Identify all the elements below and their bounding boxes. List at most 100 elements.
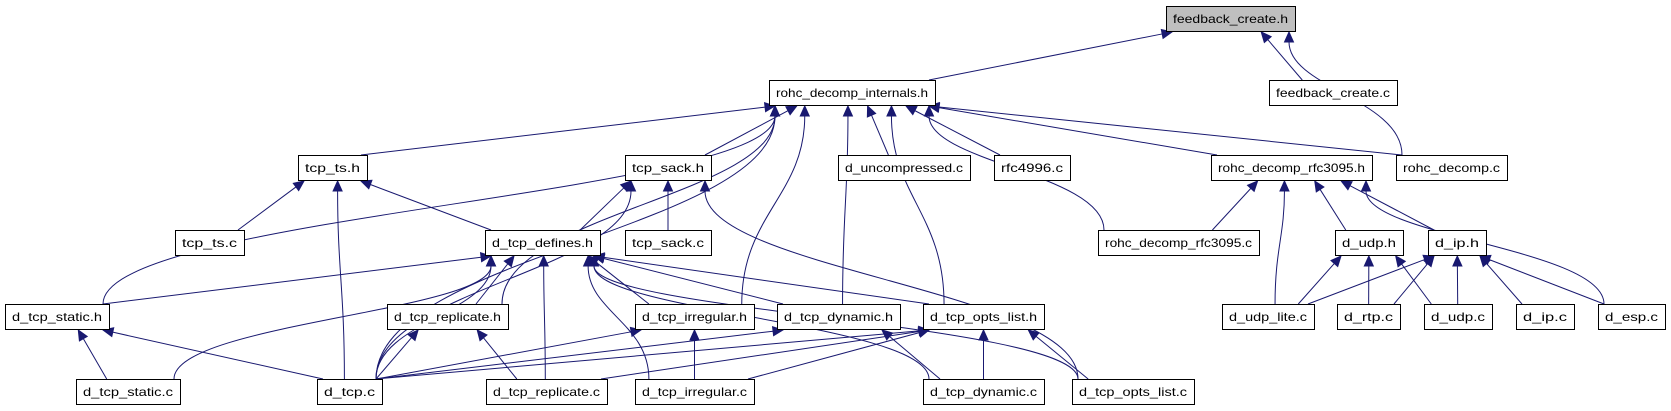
node-label: rohc_decomp_rfc3095.c [1105, 236, 1252, 250]
node-d-tcp-defines-h[interactable]: d_tcp_defines.h [485, 230, 601, 256]
edge-line [360, 106, 766, 156]
node-box [994, 155, 1071, 181]
arrowhead-icon [978, 328, 989, 341]
edge-line [587, 265, 650, 380]
node-d-tcp-static-c[interactable]: d_tcp_static.c [76, 379, 181, 405]
node-box [1396, 155, 1508, 181]
node-feedback-create-h[interactable]: feedback_create.h [1166, 6, 1296, 32]
edge-line [1212, 188, 1252, 231]
node-d-udp-lite-c[interactable]: d_udp_lite.c [1222, 304, 1315, 330]
edge-d-tcp-opts-list-c-to-d-tcp-opts-list-h [1027, 329, 1089, 380]
node-d-tcp-opts-list-c[interactable]: d_tcp_opts_list.c [1072, 379, 1195, 405]
node-box [1098, 230, 1260, 256]
arrowhead-icon [769, 104, 781, 117]
node-box [635, 304, 755, 330]
node-label: d_tcp_static.h [12, 310, 102, 324]
edge-line [337, 190, 345, 380]
node-label: d_uncompressed.c [845, 161, 963, 175]
edge-d-tcp-c-to-tcp-sack-h [375, 179, 637, 380]
edge-line [483, 337, 518, 380]
edge-tcp-sack-c-to-tcp-sack-h [662, 179, 674, 230]
edge-d-tcp-defines-h-to-tcp-ts-h [359, 179, 492, 231]
node-d-esp-c[interactable]: d_esp.c [1598, 304, 1666, 330]
arrowhead-icon [407, 329, 419, 342]
arrowhead-icon [476, 329, 488, 342]
node-tcp-sack-h[interactable]: tcp_sack.h [625, 155, 712, 181]
edge-line [890, 115, 945, 305]
node-box [1516, 304, 1575, 330]
edge-line [1393, 263, 1428, 305]
arrowhead-icon [842, 104, 854, 117]
node-rfc4996-c[interactable]: rfc4996.c [994, 155, 1071, 181]
arrowhead-icon [1027, 329, 1040, 341]
node-d-rtp-c[interactable]: d_rtp.c [1337, 304, 1401, 330]
edge-line [914, 110, 1001, 156]
edge-line [595, 261, 650, 305]
edge-d-tcp-static-h-to-rohc-decomp-internals-h [102, 104, 781, 305]
arrowhead-icon [1314, 179, 1325, 193]
node-box [1335, 230, 1404, 256]
arrowhead-icon [699, 179, 711, 192]
node-rohc-decomp-rfc3095-h[interactable]: rohc_decomp_rfc3095.h [1211, 155, 1373, 181]
node-d-uncompressed-c[interactable]: d_uncompressed.c [838, 155, 971, 181]
edge-d-uncompressed-c-to-rohc-decomp-internals-h [866, 104, 889, 156]
node-d-udp-c[interactable]: d_udp.c [1424, 304, 1493, 330]
node-label: d_tcp_opts_list.c [1079, 385, 1187, 399]
node-d-tcp-irregular-c[interactable]: d_tcp_irregular.c [635, 379, 755, 405]
edge-rohc-decomp-rfc3095-c-to-rohc-decomp-rfc3095-h [1212, 180, 1259, 231]
node-rohc-decomp-rfc3095-c[interactable]: rohc_decomp_rfc3095.c [1098, 230, 1260, 256]
node-rohc-decomp-internals-h[interactable]: rohc_decomp_internals.h [769, 80, 936, 106]
edge-line [173, 265, 492, 380]
edge-line [889, 336, 941, 380]
edge-d-tcp-dynamic-h-to-rohc-decomp-internals-h [842, 104, 854, 305]
arrowhead-icon [1360, 179, 1372, 192]
edge-d-udp-lite-c-to-d-udp-h [1297, 255, 1342, 305]
edge-line [102, 256, 482, 305]
edge-d-tcp-c-to-d-tcp-static-h [101, 327, 324, 380]
edge-line [928, 33, 1163, 81]
node-feedback-create-c[interactable]: feedback_create.c [1269, 80, 1398, 106]
node-label: tcp_ts.h [305, 161, 360, 175]
node-tcp-ts-c[interactable]: tcp_ts.c [175, 230, 245, 256]
node-d-udp-h[interactable]: d_udp.h [1335, 230, 1404, 256]
edge-d-tcp-irregular-c-to-d-tcp-irregular-h [689, 328, 700, 380]
node-box [1072, 379, 1195, 405]
node-label: rfc4996.c [1001, 161, 1063, 175]
edge-tcp-ts-h-to-rohc-decomp-internals-h [360, 101, 777, 156]
arrowhead-icon [1283, 30, 1295, 43]
node-d-tcp-irregular-h[interactable]: d_tcp_irregular.h [635, 304, 755, 330]
edge-d-tcp-replicate-c-to-d-tcp-defines-h [538, 254, 549, 380]
edge-line [543, 265, 546, 380]
node-d-ip-h[interactable]: d_ip.h [1428, 230, 1487, 256]
node-tcp-sack-c[interactable]: tcp_sack.c [625, 230, 712, 256]
edge-line [741, 115, 806, 305]
edge-rohc-decomp-c-to-rohc-decomp-internals-h [927, 101, 1403, 156]
node-rohc-decomp-c[interactable]: rohc_decomp.c [1396, 155, 1508, 181]
edge-d-tcp-replicate-c-to-d-tcp-replicate-h [476, 329, 518, 380]
node-d-ip-c[interactable]: d_ip.c [1516, 304, 1575, 330]
edge-line [603, 256, 930, 305]
node-d-tcp-dynamic-c[interactable]: d_tcp_dynamic.c [923, 379, 1045, 405]
edge-d-tcp-c-to-tcp-ts-h [332, 179, 345, 380]
edge-d-udp-h-to-rohc-decomp-rfc3095-h [1314, 179, 1347, 231]
node-box [1222, 304, 1315, 330]
node-tcp-ts-h[interactable]: tcp_ts.h [298, 155, 368, 181]
node-box [838, 155, 971, 181]
node-d-tcp-replicate-h[interactable]: d_tcp_replicate.h [387, 304, 509, 330]
edge-line [1274, 190, 1285, 305]
edge-d-rtp-c-to-d-udp-h [1363, 254, 1375, 305]
node-d-tcp-static-h[interactable]: d_tcp_static.h [5, 304, 110, 330]
arrowhead-icon [1452, 254, 1463, 267]
node-d-tcp-c[interactable]: d_tcp.c [317, 379, 383, 405]
node-d-tcp-opts-list-h[interactable]: d_tcp_opts_list.h [923, 304, 1045, 330]
node-d-tcp-dynamic-h[interactable]: d_tcp_dynamic.h [777, 304, 901, 330]
node-d-tcp-replicate-c[interactable]: d_tcp_replicate.c [486, 379, 608, 405]
edge-line [237, 186, 297, 231]
node-label: tcp_ts.c [182, 236, 237, 250]
node-box [625, 230, 712, 256]
node-label: d_tcp_dynamic.c [930, 385, 1037, 399]
edge-line [370, 184, 492, 231]
edge-tcp-sack-h-to-rohc-decomp-internals-h [704, 105, 798, 156]
edge-d-ip-c-to-d-ip-h [1479, 255, 1523, 305]
edge-d-tcp-defines-h-to-tcp-sack-h [579, 180, 632, 231]
